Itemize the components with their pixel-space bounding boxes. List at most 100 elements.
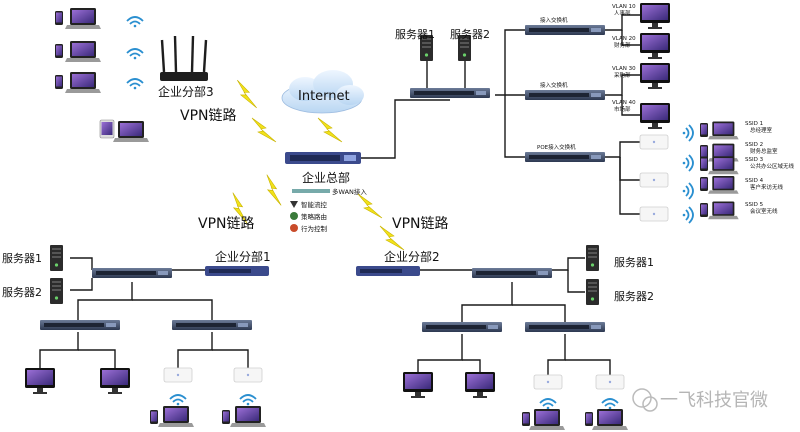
wechat-icon — [632, 388, 652, 408]
monitor-icon — [640, 103, 670, 129]
phone-icon — [700, 203, 708, 217]
branch3-router — [160, 35, 208, 81]
monitor-icon — [403, 372, 433, 398]
behavior-control-label: 行为控制 — [301, 224, 328, 233]
vpn-bolt-icon — [251, 117, 277, 143]
ssid-name: 会议室无线 — [750, 207, 778, 215]
vlan-id: VLAN 20 — [612, 36, 636, 42]
wireless-ap-icon — [533, 374, 563, 390]
branch1-core-switch — [92, 268, 172, 278]
internet-cloud — [281, 70, 364, 114]
ssid-name: 总经理室 — [750, 126, 773, 134]
tablet-icon — [99, 119, 115, 139]
vpn-bolt-icon — [357, 193, 383, 219]
phone-icon — [700, 145, 708, 159]
phone-icon — [55, 44, 63, 58]
hq-label: 企业总部 — [302, 170, 350, 185]
branch1-server2-label: 服务器2 — [2, 286, 42, 299]
phone-icon — [55, 11, 63, 25]
vpn-bolt-icon — [258, 174, 290, 206]
branch2-core-switch — [472, 268, 552, 278]
vlan-id: VLAN 10 — [612, 4, 636, 10]
wireless-ap-icon — [163, 367, 193, 383]
branch2-router — [356, 266, 420, 276]
laptop-icon — [708, 201, 739, 220]
phone-icon — [222, 410, 230, 424]
wifi-icon — [126, 16, 144, 29]
branch1-poe-switch — [172, 320, 252, 330]
laptop-icon — [158, 406, 194, 427]
ssid-id: SSID 2 — [745, 142, 763, 148]
laptop-icon — [65, 8, 101, 29]
vlan-id: VLAN 40 — [612, 100, 636, 106]
wireless-ap-icon — [639, 172, 669, 188]
server-icon — [50, 278, 63, 304]
laptop-icon — [529, 409, 565, 430]
branch1-server1-label: 服务器1 — [2, 252, 42, 265]
server-icon — [586, 279, 599, 305]
server2-label-top: 服务器2 — [450, 28, 490, 41]
ssid-name: 公共办公区域无线 — [750, 162, 795, 170]
laptop-icon — [708, 121, 739, 140]
branch2-server1-label: 服务器1 — [614, 256, 654, 269]
vpn-bolt-icon — [232, 79, 262, 109]
branch3-label: 企业分部3 — [158, 84, 214, 99]
phone-icon — [700, 177, 708, 191]
internet-bolt-icon — [317, 117, 343, 143]
ssid-name: 客户来访无线 — [750, 183, 784, 191]
branch1-router — [205, 266, 269, 276]
wifi-icon — [681, 154, 694, 172]
laptop-icon — [230, 406, 266, 427]
branch2-server2-label: 服务器2 — [614, 290, 654, 303]
wifi-icon — [126, 78, 144, 91]
multi-wan-label: 多WAN接入 — [332, 187, 367, 196]
access-switch-2 — [525, 90, 605, 100]
monitor-icon — [25, 368, 55, 394]
laptop-icon — [708, 175, 739, 194]
phone-icon — [700, 157, 708, 171]
phone-icon — [55, 75, 63, 89]
wifi-icon — [539, 398, 557, 411]
laptop-icon — [592, 409, 628, 430]
ssid-id: SSID 4 — [745, 178, 764, 184]
vlan-name: 市场部 — [614, 105, 631, 113]
laptop-icon — [65, 41, 101, 62]
smart-flow-label: 智能流控 — [301, 200, 328, 209]
watermark: 一飞科技官微 — [632, 388, 768, 412]
vpn-link-label-branch1: VPN链路 — [198, 216, 255, 232]
ssid-id: SSID 5 — [745, 202, 764, 208]
server-icon — [586, 245, 599, 271]
branch2-poe-switch — [525, 322, 605, 332]
wifi-icon — [239, 394, 257, 407]
wireless-ap-icon — [595, 374, 625, 390]
server-icon — [50, 245, 63, 271]
wifi-icon — [601, 398, 619, 411]
ssid-id: SSID 1 — [745, 121, 763, 127]
ssid-group: SSID 1 总经理室 SSID 2 财务总监室 SSID 3 公共办公区域无线… — [700, 121, 795, 220]
branch3-device-group — [55, 8, 149, 142]
wifi-icon — [681, 182, 694, 200]
hq-feature-list: 多WAN接入 智能流控 策略路由 行为控制 — [290, 187, 367, 233]
policy-routing-label: 策略路由 — [301, 212, 327, 221]
core-switch — [410, 88, 490, 98]
phone-icon — [522, 412, 530, 426]
branch2-access-switch — [422, 322, 502, 332]
ssid-name: 财务总监室 — [750, 147, 778, 155]
connection-lines — [39, 14, 640, 375]
vpn-link-label-branch2: VPN链路 — [392, 216, 449, 232]
wireless-ap-icon — [639, 206, 669, 222]
laptop-icon — [708, 156, 739, 175]
control-icon — [290, 224, 298, 232]
phone-icon — [585, 412, 593, 426]
vlan-id: VLAN 30 — [612, 66, 636, 72]
vpn-link-label-branch3: VPN链路 — [180, 108, 237, 124]
monitor-icon — [100, 368, 130, 394]
poe-switch — [525, 152, 605, 162]
access-switch-1 — [525, 25, 605, 35]
branch1-access-switch — [40, 320, 120, 330]
access-switch-2-label: 接入交换机 — [540, 81, 568, 89]
wifi-icon — [681, 124, 694, 142]
wifi-icon — [126, 48, 144, 61]
wireless-ap-icon — [233, 367, 263, 383]
